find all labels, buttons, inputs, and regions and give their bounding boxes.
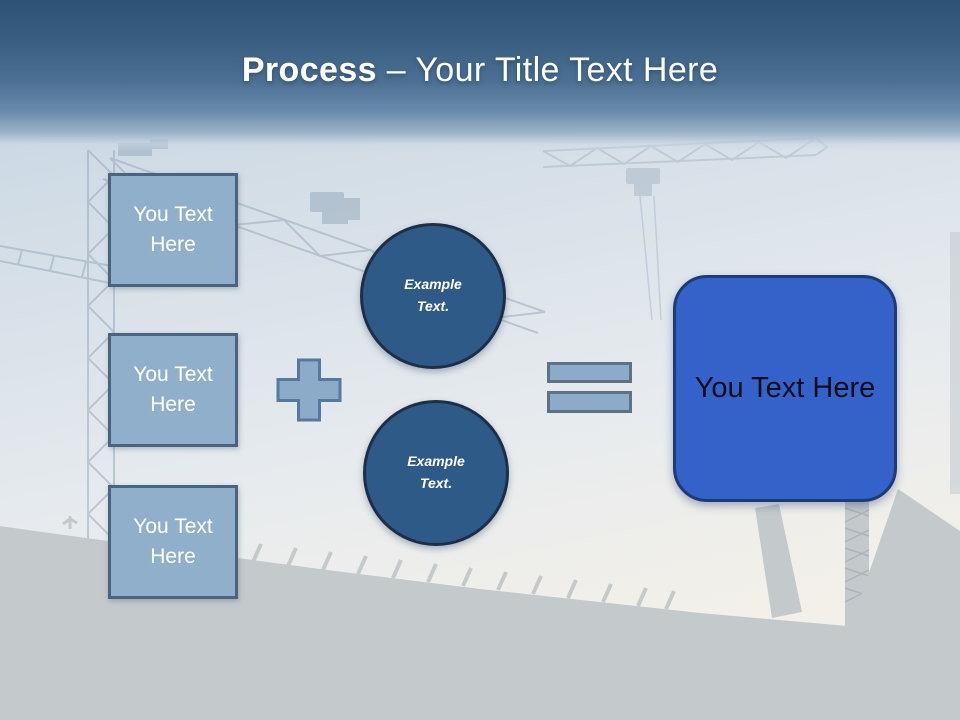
ground-silhouette (0, 232, 960, 720)
input-box-1-label: You Text Here (133, 202, 213, 256)
header-gradient (0, 0, 960, 152)
example-circle-1-label: Example Text. (404, 276, 462, 314)
example-circle-2[interactable]: Example Text. (363, 400, 509, 546)
input-box-3-label: You Text Here (133, 514, 213, 568)
result-box[interactable]: You Text Here (673, 275, 897, 502)
title-rest: – Your Title Text Here (376, 51, 719, 89)
equals-icon (547, 362, 632, 413)
input-box-2-label: You Text Here (133, 362, 213, 416)
title-keyword: Process (241, 51, 377, 89)
example-circle-1[interactable]: Example Text. (360, 223, 506, 369)
slide-title[interactable]: Process – Your Title Text Here (0, 51, 960, 90)
input-box-1[interactable]: You Text Here (108, 173, 238, 287)
plus-icon (276, 358, 342, 422)
input-box-3[interactable]: You Text Here (108, 485, 238, 599)
example-circle-2-label: Example Text. (407, 453, 465, 491)
result-box-label: You Text Here (694, 372, 876, 404)
input-box-2[interactable]: You Text Here (108, 333, 238, 447)
